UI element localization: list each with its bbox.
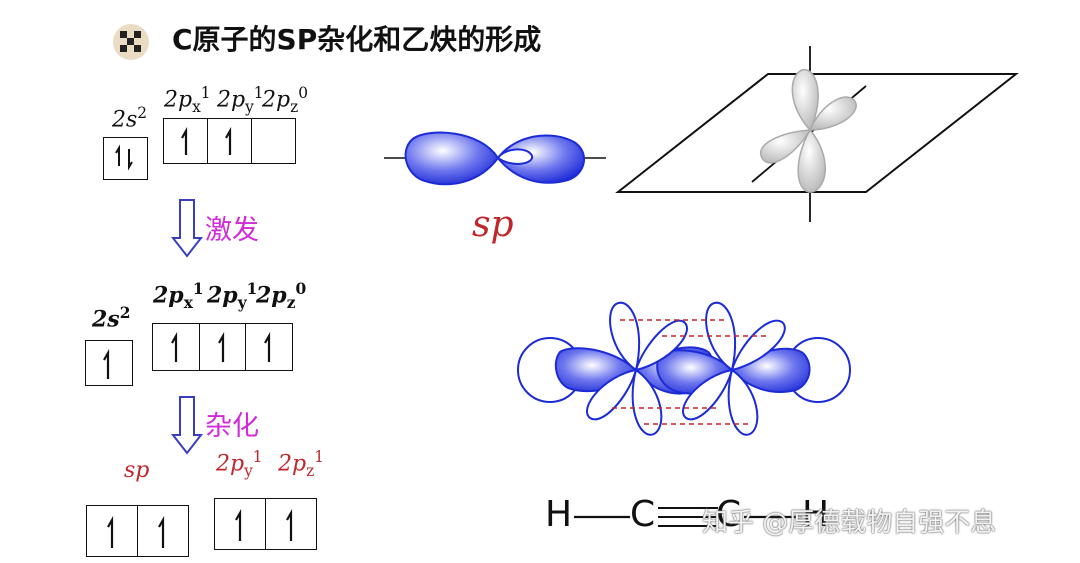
paired-spin-icon bbox=[115, 144, 133, 171]
hybrid-sp-cell-2 bbox=[138, 506, 188, 556]
triple-bond bbox=[658, 507, 718, 527]
ground-px-label: 2px1 bbox=[164, 84, 211, 116]
excited-2p-box bbox=[152, 323, 293, 371]
spin-up-icon bbox=[158, 515, 165, 548]
sp-small-lobe bbox=[496, 148, 533, 165]
ground-2s-cell bbox=[104, 138, 147, 179]
excited-px-cell bbox=[153, 324, 200, 370]
ground-pz-label: 2pz0 bbox=[262, 84, 308, 116]
excite-label: 激发 bbox=[205, 215, 259, 246]
hybrid-sp-box bbox=[86, 505, 189, 557]
sp-large-lobe bbox=[404, 131, 500, 186]
p-orbital-plane-figure bbox=[615, 46, 1019, 222]
hybrid-p-box bbox=[214, 498, 317, 550]
excited-px-label: 2px1 bbox=[153, 280, 204, 312]
hybrid-pz-cell bbox=[266, 499, 316, 549]
excited-s-label: 2s2 bbox=[92, 304, 131, 333]
spin-up-icon bbox=[107, 515, 114, 548]
spin-up-icon bbox=[103, 348, 110, 379]
excited-py-label: 2py1 bbox=[207, 280, 258, 312]
formula-h-right: H bbox=[802, 494, 830, 535]
spin-up-icon bbox=[171, 331, 178, 362]
ground-py-cell bbox=[208, 119, 252, 163]
formula-c-right: C bbox=[716, 494, 742, 535]
ground-py-label: 2py1 bbox=[217, 84, 264, 116]
spin-up-icon bbox=[264, 331, 271, 362]
hybridize-label: 杂化 bbox=[205, 411, 259, 442]
down-arrow-icon bbox=[170, 199, 204, 258]
ground-pz-cell bbox=[252, 119, 295, 163]
spin-up-icon bbox=[181, 126, 188, 155]
spin-up-icon bbox=[217, 331, 224, 362]
spin-up-icon bbox=[235, 508, 242, 541]
ground-2s-box bbox=[103, 137, 148, 180]
hybrid-py-cell bbox=[215, 499, 266, 549]
down-arrow-icon bbox=[170, 396, 204, 455]
hybrid-pz-label: 2pz1 bbox=[278, 448, 324, 480]
sp-orbital-caption: sp bbox=[472, 204, 514, 245]
plane-outline bbox=[615, 73, 1019, 193]
page-title: C原子的SP杂化和乙炔的形成 bbox=[172, 23, 542, 56]
formula-h-left: H bbox=[545, 494, 573, 535]
spin-up-icon bbox=[286, 508, 293, 541]
ground-s-label: 2s2 bbox=[112, 104, 148, 133]
watermark-text: 知乎 @厚德载物自强不息 bbox=[702, 508, 997, 538]
acetylene-orbital-figure bbox=[517, 301, 851, 436]
excited-pz-label: 2pz0 bbox=[256, 280, 307, 312]
hybrid-sp-cell-1 bbox=[87, 506, 138, 556]
checker-bullet-icon bbox=[113, 24, 149, 60]
hybrid-sp-label: sp bbox=[124, 458, 150, 483]
spin-up-icon bbox=[225, 126, 232, 155]
hybrid-py-label: 2py1 bbox=[216, 448, 263, 480]
sp-orbital-figure bbox=[384, 131, 606, 186]
ground-px-cell bbox=[164, 119, 208, 163]
excited-2s-cell bbox=[86, 341, 132, 385]
excited-2s-box bbox=[85, 340, 133, 386]
excited-pz-cell bbox=[246, 324, 292, 370]
excited-py-cell bbox=[200, 324, 247, 370]
sp-right-lobe bbox=[496, 134, 585, 184]
single-bond-right bbox=[744, 515, 802, 519]
single-bond-left bbox=[574, 515, 630, 519]
ground-2p-box bbox=[163, 118, 296, 164]
formula-c-left: C bbox=[630, 494, 656, 535]
